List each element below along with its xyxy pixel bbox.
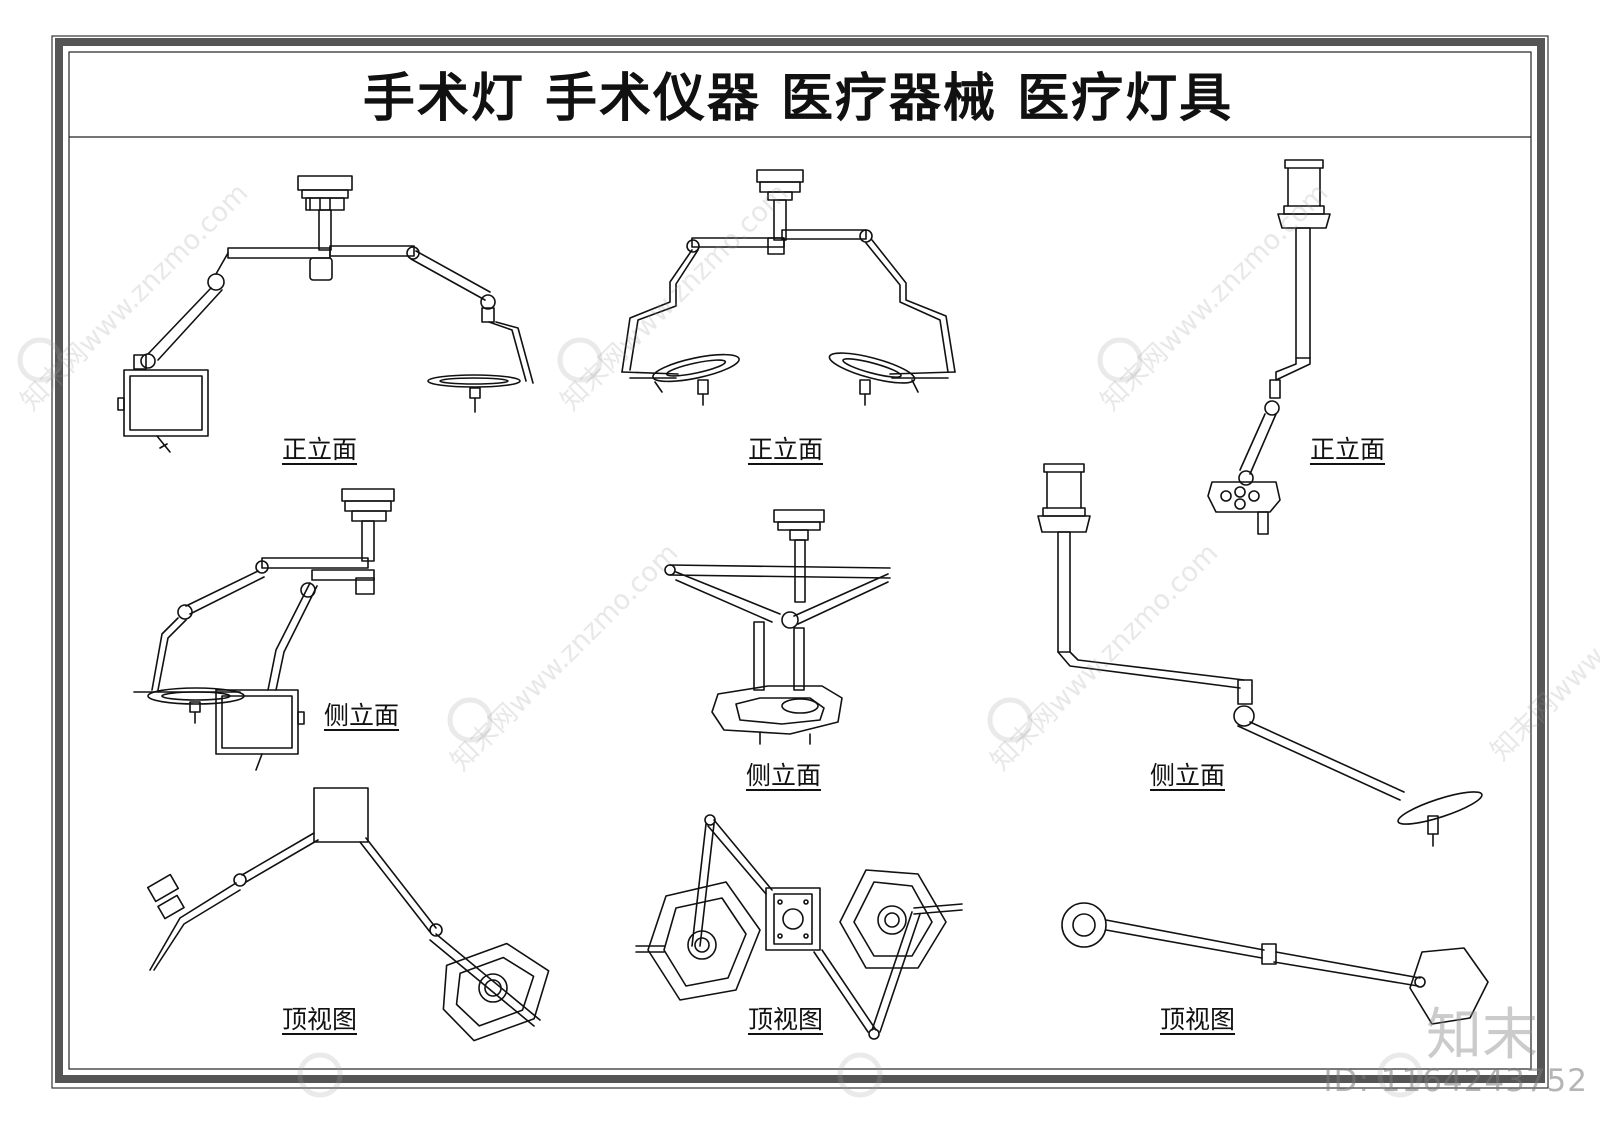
outer-frame-thin [51,35,1549,1089]
caption-top-view-2: 顶视图 [748,1005,824,1034]
top-view-3-drawing [1061,902,1489,1025]
caption-top-view-1: 顶视图 [282,1005,358,1034]
side-elevation-2-drawing [664,509,891,745]
caption-side-elevation-1: 侧立面 [324,701,400,730]
caption-side-elevation-3: 侧立面 [1150,761,1226,790]
front-elevation-3-drawing [1207,159,1331,535]
caption-side-elevation-2: 侧立面 [746,761,822,790]
front-elevation-2-drawing [621,169,956,406]
brand-logo-watermark: 知末 [1426,1003,1538,1068]
caption-front-elevation-3: 正立面 [1310,435,1386,464]
side-elevation-1-drawing [133,488,395,771]
watermark-marks [17,337,1423,1098]
caption-front-elevation-2: 正立面 [748,435,824,464]
side-elevation-3-drawing [1037,463,1483,847]
drawing-title: 手术灯 手术仪器 医疗器械 医疗灯具 [362,69,1234,129]
top-view-1-drawing [146,787,550,1042]
image-id-label: ID: 1164243752 [1323,1063,1588,1099]
caption-front-elevation-1: 正立面 [282,435,358,464]
caption-top-view-3: 顶视图 [1160,1005,1236,1034]
inner-frame [68,51,1532,1070]
front-elevation-1-drawing [117,175,534,453]
outer-frame-thick [55,38,1545,1083]
top-view-2-drawing [635,814,963,1040]
